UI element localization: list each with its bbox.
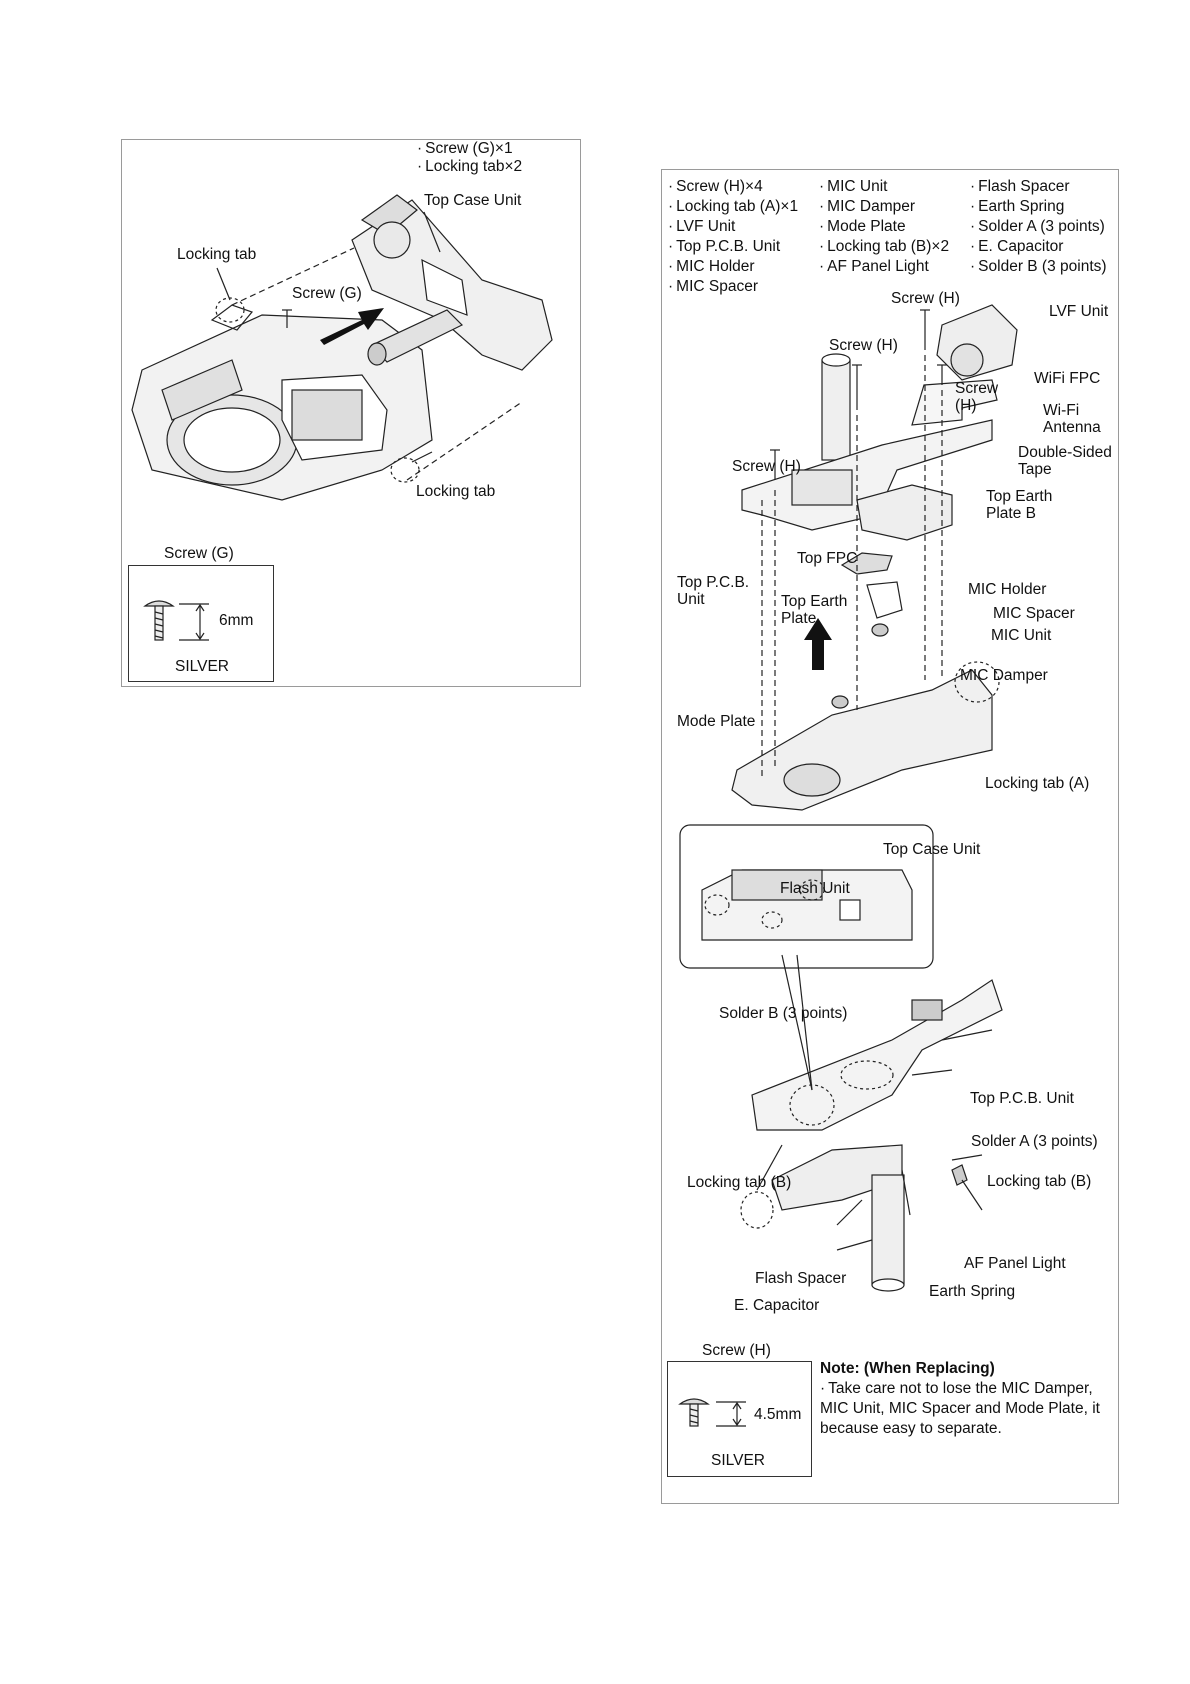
label-flash-spacer: Flash Spacer xyxy=(755,1270,847,1287)
spec-locking-tab: Locking tab×2 xyxy=(417,158,522,175)
top-pcb-removal-drawing xyxy=(679,304,1018,1292)
spec-mic-spacer: MIC Spacer xyxy=(668,278,758,295)
label-top-case-unit: Top Case Unit xyxy=(883,841,981,858)
screw-g-spec-box: 6mm SILVER xyxy=(128,565,274,682)
label-locking-tab-b-left: Locking tab (B) xyxy=(687,1174,792,1191)
label-lvf-unit: LVF Unit xyxy=(1049,303,1109,320)
left-diagram-panel: Screw (G)×1 Locking tab×2 Top Case Unit … xyxy=(121,139,581,687)
spec-earth-spring: Earth Spring xyxy=(970,198,1064,215)
label-screw-h-top: Screw (H) xyxy=(891,290,960,307)
spec-solder-b: Solder B (3 points) xyxy=(970,258,1106,275)
label-mic-unit: MIC Unit xyxy=(991,627,1052,644)
screw-h-spec-title: Screw (H) xyxy=(702,1342,771,1359)
screw-g-spec-title: Screw (G) xyxy=(164,545,234,562)
label-screw-h-center: Screw (H) xyxy=(829,337,898,354)
spec-mic-unit: MIC Unit xyxy=(819,178,887,195)
right-diagram-panel: Screw (H)×4 Locking tab (A)×1 LVF Unit T… xyxy=(661,169,1119,1504)
screw-g-color: SILVER xyxy=(175,658,229,675)
spec-screw-h: Screw (H)×4 xyxy=(668,178,763,195)
spec-lvf-unit: LVF Unit xyxy=(668,218,735,235)
label-double-sided-tape: Double-Sided Tape xyxy=(1018,444,1112,478)
spec-mic-holder: MIC Holder xyxy=(668,258,754,275)
spec-mode-plate: Mode Plate xyxy=(819,218,905,235)
label-wifi-fpc: WiFi FPC xyxy=(1034,370,1101,387)
label-top-earth-plate: Top Earth Plate xyxy=(781,593,848,627)
label-e-capacitor: E. Capacitor xyxy=(734,1297,820,1314)
spec-locking-tab-a: Locking tab (A)×1 xyxy=(668,198,798,215)
label-top-earth-plate-b: Top Earth Plate B xyxy=(986,488,1053,522)
label-screw-h-right: Screw (H) xyxy=(955,380,999,414)
label-top-fpc: Top FPC xyxy=(797,550,858,567)
label-top-case-unit: Top Case Unit xyxy=(424,192,522,209)
top-case-removal-drawing xyxy=(131,194,553,501)
spec-top-pcb-unit: Top P.C.B. Unit xyxy=(668,238,780,255)
screw-h-spec-box: 4.5mm SILVER xyxy=(667,1361,812,1477)
spec-flash-spacer: Flash Spacer xyxy=(970,178,1069,195)
spec-locking-tab-b: Locking tab (B)×2 xyxy=(819,238,949,255)
note-text: Take care not to lose the MIC Damper, MI… xyxy=(820,1379,1110,1439)
label-locking-tab-upper: Locking tab xyxy=(177,246,257,263)
screw-g-icon xyxy=(143,600,209,641)
label-screw-h-left: Screw (H) xyxy=(732,458,801,475)
note-title: Note: (When Replacing) xyxy=(820,1360,995,1377)
label-flash-unit: Flash Unit xyxy=(780,880,850,897)
screw-g-length: 6mm xyxy=(219,612,254,629)
label-locking-tab-b-right: Locking tab (B) xyxy=(987,1173,1092,1190)
spec-e-capacitor: E. Capacitor xyxy=(970,238,1063,255)
label-wifi-antenna: Wi-Fi Antenna xyxy=(1043,402,1101,436)
spec-solder-a: Solder A (3 points) xyxy=(970,218,1105,235)
label-solder-a: Solder A (3 points) xyxy=(971,1133,1098,1150)
label-earth-spring: Earth Spring xyxy=(929,1283,1016,1300)
label-top-pcb-unit-lower: Top P.C.B. Unit xyxy=(970,1090,1074,1107)
label-screw-g: Screw (G) xyxy=(292,285,362,302)
label-solder-b: Solder B (3 points) xyxy=(719,1005,848,1022)
screw-h-color: SILVER xyxy=(711,1452,765,1469)
label-af-panel-light: AF Panel Light xyxy=(964,1255,1066,1272)
spec-mic-damper: MIC Damper xyxy=(819,198,915,215)
label-mic-spacer: MIC Spacer xyxy=(993,605,1075,622)
label-top-pcb-unit: Top P.C.B. Unit xyxy=(677,574,750,608)
label-mode-plate: Mode Plate xyxy=(677,713,756,730)
label-locking-tab-lower: Locking tab xyxy=(416,483,496,500)
screw-h-icon xyxy=(678,1398,746,1427)
label-mic-holder: MIC Holder xyxy=(968,581,1047,598)
screw-h-length: 4.5mm xyxy=(754,1406,802,1423)
label-locking-tab-a: Locking tab (A) xyxy=(985,775,1090,792)
spec-af-panel-light: AF Panel Light xyxy=(819,258,929,275)
label-mic-damper: MIC Damper xyxy=(960,667,1048,684)
spec-screw-g: Screw (G)×1 xyxy=(417,140,512,157)
